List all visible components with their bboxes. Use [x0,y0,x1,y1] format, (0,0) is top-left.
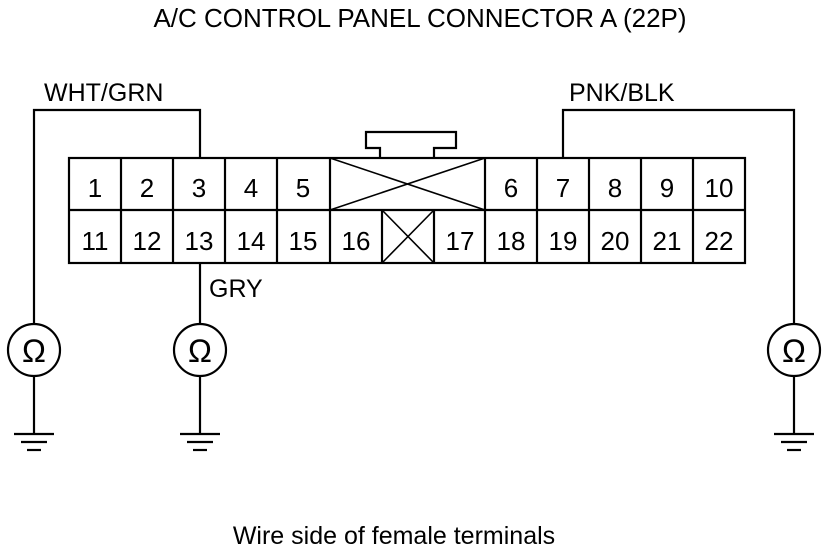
pin-3: 3 [192,173,206,203]
ohmmeter-left: Ω [6,322,62,378]
pin-15: 15 [289,226,318,256]
empty-cavity-row1 [329,157,486,211]
wire-wht-grn [32,108,202,324]
ohm-icon: Ω [188,333,212,369]
wire-label-gry: GRY [209,275,263,303]
pin-8: 8 [608,173,622,203]
pin-1: 1 [88,173,102,203]
connector-lock-tab [364,130,458,158]
pin-16: 16 [342,226,371,256]
pin-11: 11 [82,226,109,256]
pin-4: 4 [244,173,258,203]
ohm-icon: Ω [782,333,806,369]
row2-dividers [119,210,695,263]
pin-21: 21 [653,226,682,256]
pin-18: 18 [497,226,526,256]
pin-5: 5 [296,173,310,203]
pin-6: 6 [504,173,518,203]
ground-right-icon [774,376,814,452]
pin-7: 7 [556,173,570,203]
pin-12: 12 [133,226,162,256]
ohmmeter-middle: Ω [172,322,228,378]
pin-19: 19 [549,226,578,256]
pin-10: 10 [705,173,734,203]
row1-dividers [119,158,695,210]
pin-13: 13 [185,226,214,256]
ohmmeter-right: Ω [766,322,822,378]
ohm-icon: Ω [22,333,46,369]
ground-middle-icon [180,376,220,452]
empty-cavity-row2 [381,209,435,264]
pin-22: 22 [705,226,734,256]
wire-label-pnk-blk: PNK/BLK [569,79,675,107]
diagram-caption: Wire side of female terminals [233,522,555,550]
ground-left-icon [14,376,54,452]
diagram-title: A/C CONTROL PANEL CONNECTOR A (22P) [153,3,686,33]
wire-label-wht-grn: WHT/GRN [44,79,163,107]
pin-2: 2 [140,173,154,203]
wire-pnk-blk [561,108,796,324]
pin-14: 14 [237,226,266,256]
pin-9: 9 [660,173,674,203]
pin-20: 20 [601,226,630,256]
pin-17: 17 [446,226,475,256]
